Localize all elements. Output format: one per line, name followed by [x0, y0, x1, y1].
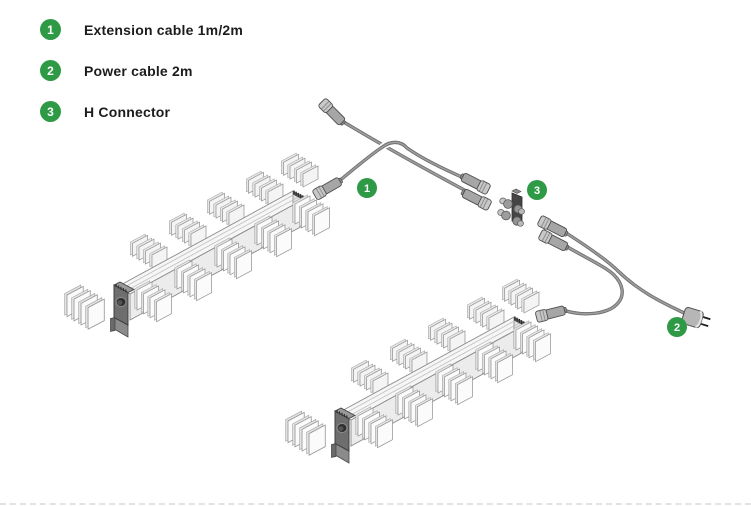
legend-item-power-cable: 2 Power cable 2m	[40, 60, 243, 81]
legend-badge-2: 2	[40, 60, 61, 81]
diagram-badge-3: 3	[527, 180, 547, 200]
extension-cable-connector-top	[317, 97, 349, 129]
legend-label-power-cable: Power cable 2m	[84, 62, 193, 79]
power-cable-connector-to-bar2	[534, 303, 569, 324]
legend-label-h-connector: H Connector	[84, 103, 171, 120]
diagram-badge-1: 1	[357, 178, 377, 198]
legend-label-extension-cable: Extension cable 1m/2m	[84, 21, 244, 38]
h-connector-illustration	[497, 188, 525, 227]
page-trim-dashed-line	[0, 503, 751, 505]
led-light-bar-1	[65, 153, 330, 337]
legend: 1 Extension cable 1m/2m 2 Power cable 2m…	[40, 19, 243, 142]
legend-item-h-connector: 3 H Connector	[40, 101, 243, 122]
extension-cable-illustration	[311, 97, 493, 212]
power-cable-illustration	[534, 214, 713, 332]
svg-text:1: 1	[364, 183, 370, 195]
svg-text:3: 3	[534, 185, 540, 197]
legend-badge-3: 3	[40, 101, 61, 122]
diagram-badge-2: 2	[667, 317, 687, 337]
legend-item-extension-cable: 1 Extension cable 1m/2m	[40, 19, 243, 40]
legend-badge-1: 1	[40, 19, 61, 40]
svg-text:2: 2	[674, 322, 680, 334]
led-light-bar-2	[286, 279, 551, 463]
